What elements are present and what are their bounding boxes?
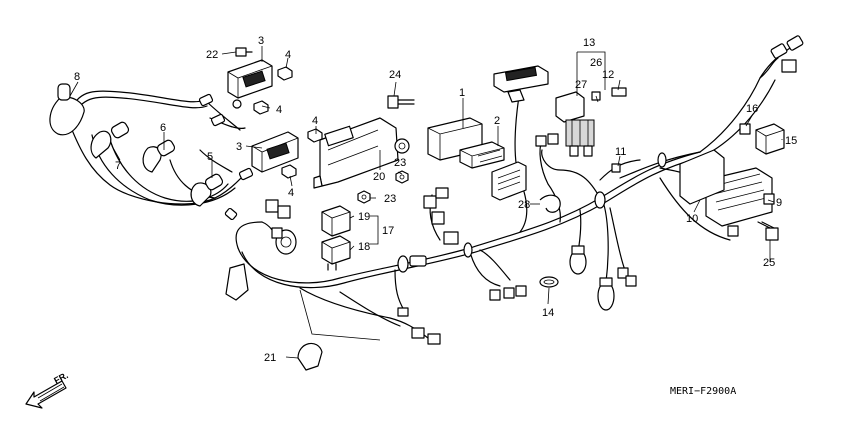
bracket-bolt — [387, 95, 415, 109]
ignition-coil-upper — [227, 59, 273, 109]
callout-5: 5 — [207, 151, 213, 163]
callout-25: 25 — [763, 257, 775, 269]
fuse-box — [555, 91, 595, 157]
callout-2: 2 — [494, 115, 500, 127]
side-connectors — [617, 267, 637, 287]
callout-19: 19 — [358, 211, 370, 223]
bracket-nuts — [357, 170, 409, 204]
callout-11: 11 — [615, 146, 626, 158]
callout-22: 22 — [206, 49, 218, 61]
callout-4-b: 4 — [276, 104, 282, 116]
main-wire-harness — [235, 47, 791, 339]
part-number-callouts: 1 2 3 3 4 4 4 4 5 6 7 8 9 10 11 12 13 14… — [74, 35, 797, 364]
ignition-coil-lower — [251, 131, 299, 173]
harness-band — [297, 342, 323, 371]
callout-9: 9 — [776, 197, 782, 209]
diagram-code: MERI−F2900A — [670, 386, 736, 397]
callout-12: 12 — [602, 69, 614, 81]
callout-24: 24 — [389, 69, 401, 81]
callout-4-c: 4 — [312, 115, 318, 127]
spark-plug-wires — [69, 90, 249, 206]
relay-lower — [321, 235, 351, 271]
callout-13: 13 — [583, 37, 595, 49]
callout-23-lower: 23 — [384, 193, 396, 205]
front-label: FR. — [52, 370, 69, 386]
coil-mount-bolt — [235, 47, 253, 57]
harness-bands — [397, 152, 667, 273]
small-connectors-mid — [535, 133, 559, 147]
callout-18: 18 — [358, 241, 370, 253]
callout-20: 20 — [373, 171, 385, 183]
regulator-rectifier — [679, 149, 773, 227]
front-direction-indicator: FR. — [25, 370, 70, 409]
coil-nuts — [253, 66, 323, 179]
callout-16: 16 — [746, 103, 758, 115]
callout-17: 17 — [382, 225, 394, 237]
center-connectors — [423, 187, 459, 245]
relay-upper — [321, 205, 351, 237]
callout-27: 27 — [575, 79, 587, 91]
callout-4-a: 4 — [285, 49, 291, 61]
callout-8: 8 — [74, 71, 80, 83]
sensor-lower-right — [597, 277, 615, 311]
leader-lines — [69, 46, 783, 359]
harness-clip — [539, 194, 561, 213]
spark-plug-caps — [49, 83, 254, 221]
headlight-connectors — [759, 35, 804, 79]
callout-14: 14 — [542, 307, 554, 319]
cable-clamp — [539, 276, 559, 288]
ignition-control-bracket — [313, 117, 410, 189]
callout-23-upper: 23 — [394, 157, 406, 169]
multi-pin-connector — [491, 161, 527, 201]
bank-angle-sensor — [459, 141, 505, 169]
regulator-connectors — [727, 193, 775, 237]
callout-4-d: 4 — [288, 187, 294, 199]
callout-1: 1 — [459, 87, 465, 99]
callout-6: 6 — [160, 122, 166, 134]
regulator-bolt — [757, 221, 779, 241]
callout-15: 15 — [785, 135, 797, 147]
callout-10: 10 — [686, 213, 698, 225]
left-side-connectors — [225, 199, 297, 301]
starter-relay — [739, 123, 785, 155]
callout-7: 7 — [115, 160, 121, 172]
callout-28: 28 — [518, 199, 530, 211]
callout-21: 21 — [264, 352, 276, 364]
main-fuse-box-connector — [493, 65, 549, 103]
lower-connectors — [397, 285, 527, 345]
callout-3-upper: 3 — [258, 35, 264, 47]
fuse-box-fuses — [591, 87, 627, 173]
callout-3-lower: 3 — [236, 141, 242, 153]
sensor-lower-left — [569, 245, 587, 275]
callout-26: 26 — [590, 57, 602, 69]
